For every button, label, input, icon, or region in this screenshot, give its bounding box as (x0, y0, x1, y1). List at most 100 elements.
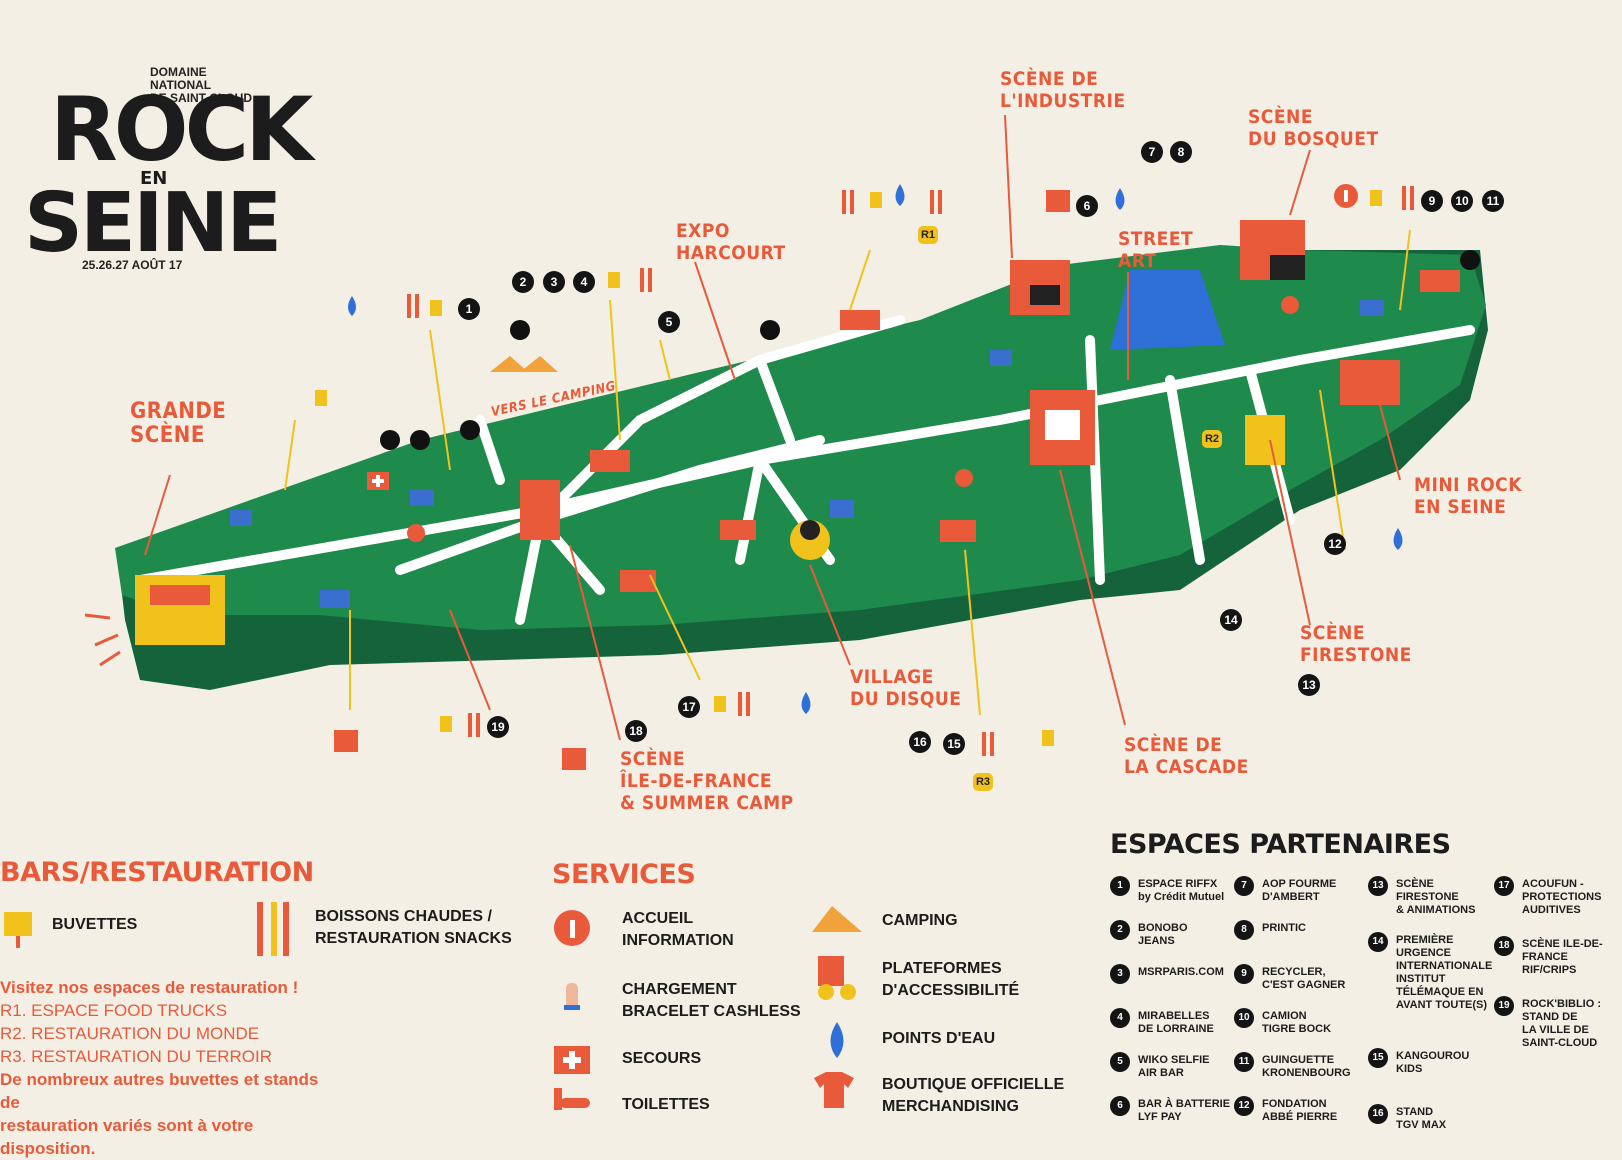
partner-number-badge: 7 (1234, 876, 1254, 896)
stage-industrie (1010, 260, 1070, 315)
partner-subtitle: DE LORRAINE (1138, 1023, 1214, 1035)
legend-points-eau: POINTS D'EAU (830, 1022, 995, 1058)
partner-name: FONDATION (1262, 1098, 1327, 1110)
marker-19[interactable]: 19 (487, 716, 509, 738)
partner-name: CAMION (1262, 1010, 1307, 1022)
partner-number-badge: 5 (1110, 1052, 1130, 1072)
partner-name: ESPACE RIFFX (1138, 878, 1218, 890)
info-icon (554, 910, 590, 946)
marker-15[interactable]: 15 (943, 733, 965, 755)
orange-stalls (590, 270, 1460, 592)
partner-number-badge: 2 (1110, 920, 1130, 940)
partner-subtitle: by Crédit Mutuel (1138, 891, 1225, 903)
marker-2[interactable]: 2 (512, 271, 534, 293)
bars-title: BARS/RESTAURATION (0, 857, 314, 888)
marker-18[interactable]: 18 (625, 720, 647, 742)
partner-number-badge: 19 (1494, 996, 1514, 1016)
resto-notes: Visitez nos espaces de restauration ! R1… (0, 978, 319, 1158)
partner-name: BAR À BATTERIE (1138, 1098, 1231, 1110)
partner-name: PRINTIC (1262, 922, 1306, 934)
logo-word-en: EN (140, 168, 168, 189)
marker-8[interactable]: 8 (1170, 141, 1192, 163)
marker-6[interactable]: 6 (1076, 195, 1098, 217)
partner-subtitle: RIF/CRIPS (1522, 964, 1577, 976)
resto-tag-r1[interactable]: R1 (918, 226, 938, 244)
partner-number-badge: 6 (1110, 1096, 1130, 1116)
partner-subtitle: AIR BAR (1138, 1067, 1184, 1079)
stage-cascade (1030, 390, 1095, 465)
marker-1[interactable]: 1 (458, 298, 480, 320)
marker-12[interactable]: 12 (1324, 533, 1346, 555)
partner-number-badge: 16 (1368, 1104, 1388, 1124)
partner-subtitle: C'EST GAGNER (1262, 979, 1346, 991)
partner-number-badge: 1 (1110, 876, 1130, 896)
resto-tag-r2[interactable]: R2 (1202, 430, 1222, 448)
resto-tag-r3[interactable]: R3 (973, 773, 993, 791)
marker-11[interactable]: 11 (1482, 190, 1504, 212)
partner-subtitle: LYF PAY (1138, 1111, 1182, 1123)
marker-4[interactable]: 4 (573, 271, 595, 293)
camping-tent-icon (490, 356, 558, 372)
resto-r2: R2. RESTAURATION DU MONDE (0, 1024, 260, 1043)
partner-name: ROCK'BIBLIO : STAND DE (1522, 998, 1601, 1023)
marker-9[interactable]: 9 (1421, 190, 1443, 212)
camping-tent-icon (812, 906, 862, 932)
marker-17[interactable]: 17 (678, 696, 700, 718)
partner-name: MSRPARIS.COM (1138, 966, 1224, 978)
partner-name: SCÈNE ILE-DE-FRANCE (1522, 938, 1603, 963)
partner-name: WIKO SELFIE (1138, 1054, 1210, 1066)
water-drop-icon (348, 184, 1403, 714)
partner-subtitle: KRONENBOURG (1262, 1067, 1351, 1079)
tshirt-icon (334, 190, 1070, 770)
partner-name: RECYCLER, (1262, 966, 1326, 978)
partner-number-badge: 15 (1368, 1048, 1388, 1068)
partner-subtitle: D'AMBERT (1262, 891, 1320, 903)
partner-number-badge: 3 (1110, 964, 1130, 984)
first-aid-icon (367, 472, 389, 490)
marker-10[interactable]: 10 (1451, 190, 1473, 212)
hand-wristband-icon (564, 983, 580, 1010)
first-aid-icon (554, 1046, 590, 1074)
partner-name: KANGOUROU (1396, 1050, 1470, 1062)
partner-number-badge: 11 (1234, 1052, 1254, 1072)
marker-13[interactable]: 13 (1298, 674, 1320, 696)
stage-ile-de-france (520, 480, 560, 540)
marker-3[interactable]: 3 (543, 271, 565, 293)
partner-name: GUINGUETTE (1262, 1054, 1335, 1066)
waterfall (1110, 270, 1225, 350)
marker-5[interactable]: 5 (658, 311, 680, 333)
partner-subtitle: ABBÉ PIERRE (1262, 1111, 1338, 1123)
legend-secours: SECOURS (554, 1046, 701, 1074)
resto-r3: R3. RESTAURATION DU TERROIR (0, 1047, 273, 1066)
partner-name: PREMIÈRE URGENCE (1396, 934, 1454, 959)
marker-16[interactable]: 16 (909, 731, 931, 753)
marker-14[interactable]: 14 (1220, 609, 1242, 631)
partner-subtitle: LA VILLE DE SAINT-CLOUD (1522, 1024, 1598, 1049)
partner-name: ACOUFUN - PROTECTIONS (1522, 878, 1602, 903)
stage-firestone (1245, 415, 1285, 465)
village-du-disque-stand (790, 520, 830, 560)
partner-subtitle: AUDITIVES (1522, 904, 1581, 916)
partner-subtitle: INTERNATIONALE INSTITUT TÉLÉMAQUE EN AVA… (1396, 960, 1493, 1011)
marker-7[interactable]: 7 (1141, 141, 1163, 163)
partner-name: AOP FOURME (1262, 878, 1337, 890)
